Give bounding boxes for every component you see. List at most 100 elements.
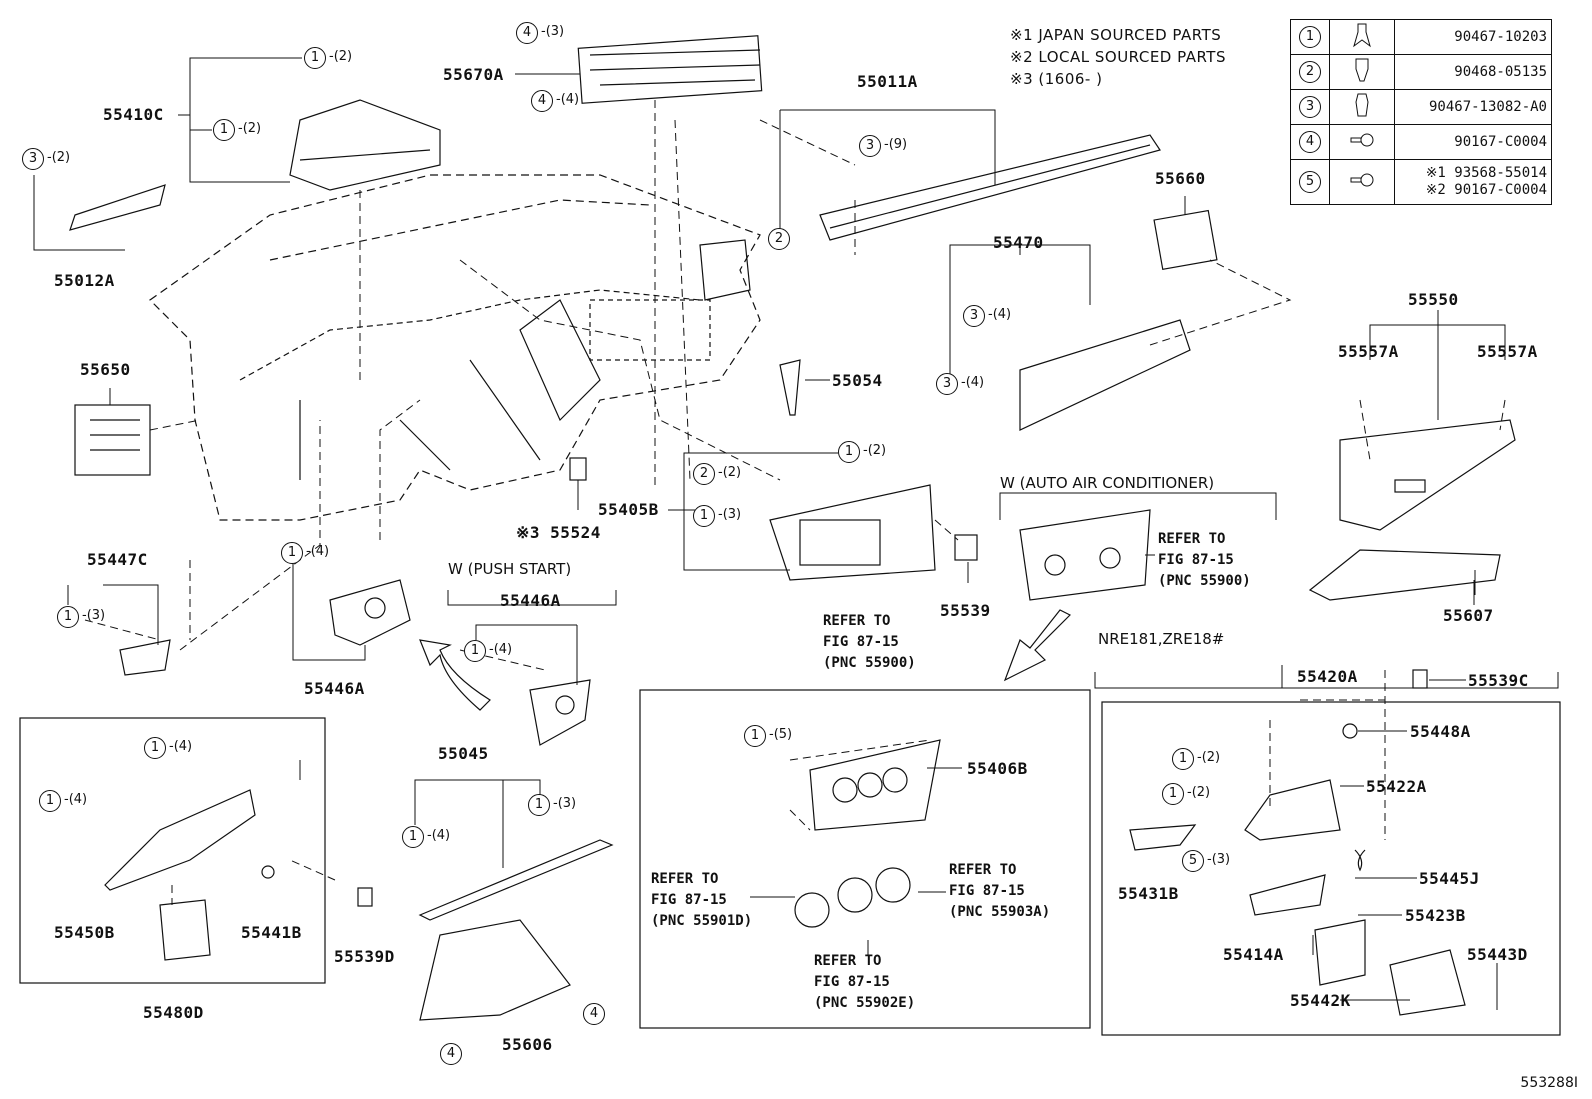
reference-note: REFER TO FIG 87-15 (PNC 55903A) <box>949 862 1051 920</box>
sourcing-notes: ※1 JAPAN SOURCED PARTS ※2 LOCAL SOURCED … <box>1010 24 1226 90</box>
callout-circle: 1 <box>402 826 424 848</box>
callout-quantity: -(4) <box>961 375 985 390</box>
part-label: 55539 <box>940 601 991 620</box>
part-label: 55470 <box>993 233 1044 252</box>
callout-circle: 1 <box>57 606 79 628</box>
legend-row: 3 90467-13082-A0 <box>1290 89 1552 125</box>
callout-quantity: -(3) <box>541 24 565 39</box>
part-label: 55447C <box>87 550 148 569</box>
callout-quantity: -(4) <box>306 544 330 559</box>
instrument-panel-outline <box>149 174 761 521</box>
legend-part-number: 90467-10203 <box>1394 19 1552 55</box>
part-label: 55011A <box>857 72 918 91</box>
callout-quantity: -(4) <box>169 739 193 754</box>
part-label: 55414A <box>1223 945 1284 964</box>
group-nre181-zre18: NRE181,ZRE18# <box>1098 630 1225 648</box>
callout-circle: 3 <box>936 373 958 395</box>
part-label: 55442K <box>1290 991 1351 1010</box>
group-auto-air-conditioner: W (AUTO AIR CONDITIONER) <box>1000 474 1215 492</box>
legend-number: 2 <box>1299 61 1321 83</box>
clip-icon <box>1355 93 1369 117</box>
callout-quantity: -(3) <box>82 608 106 623</box>
callout-circle: 1 <box>1162 783 1184 805</box>
callout-circle: 1 <box>304 47 326 69</box>
part-label: 55607 <box>1443 606 1494 625</box>
callout-circle: 5 <box>1182 850 1204 872</box>
callout-quantity: -(4) <box>556 92 580 107</box>
part-label: 55431B <box>1118 884 1179 903</box>
part-label: 55410C <box>103 105 164 124</box>
note-japan-sourced: ※1 JAPAN SOURCED PARTS <box>1010 26 1222 44</box>
legend-part-number: 90167-C0004 <box>1394 124 1552 160</box>
part-label: 55650 <box>80 360 131 379</box>
down-arrow-shape <box>1003 609 1072 682</box>
part-label: ※3 55524 <box>516 523 601 542</box>
callout-quantity: -(4) <box>64 792 88 807</box>
note-local-sourced: ※2 LOCAL SOURCED PARTS <box>1010 48 1226 66</box>
reference-note: REFER TO FIG 87-15 (PNC 55902E) <box>814 953 916 1011</box>
part-label: 55539D <box>334 947 395 966</box>
legend-number: 5 <box>1299 171 1321 193</box>
callout-quantity: -(5) <box>769 727 793 742</box>
group-push-start: W (PUSH START) <box>448 560 572 578</box>
part-label: 55045 <box>438 744 489 763</box>
figure-id: 553288I <box>1520 1075 1578 1091</box>
part-label: 55441B <box>241 923 302 942</box>
part-label: 55445J <box>1419 869 1480 888</box>
callout-circle: 2 <box>693 463 715 485</box>
callout-circle: 4 <box>583 1003 605 1025</box>
reference-note: REFER TO FIG 87-15 (PNC 55900) <box>823 613 916 671</box>
callout-quantity: -(4) <box>988 307 1012 322</box>
part-label: 55446A <box>304 679 365 698</box>
reference-note: REFER TO FIG 87-15 (PNC 55901D) <box>651 871 753 929</box>
callout-quantity: -(2) <box>329 49 353 64</box>
part-label: 55446A <box>500 591 561 610</box>
meter-hood-shape <box>289 99 441 191</box>
callout-circle: 1 <box>744 725 766 747</box>
callout-quantity: -(2) <box>47 150 71 165</box>
part-label: 55012A <box>54 271 115 290</box>
part-label: 55406B <box>967 759 1028 778</box>
part-label: 55670A <box>443 65 504 84</box>
callout-circle: 2 <box>768 228 790 250</box>
part-label: 55422A <box>1366 777 1427 796</box>
part-label: 55480D <box>143 1003 204 1022</box>
legend-number: 4 <box>1299 131 1321 153</box>
screw-icon <box>1350 133 1374 147</box>
legend-number: 1 <box>1299 26 1321 48</box>
callout-circle: 3 <box>859 135 881 157</box>
legend-row: 5 ※1 93568-55014 ※2 90167-C0004 <box>1290 159 1552 205</box>
fastener-legend-table: 1 90467-10203 2 90468-05135 3 90467-1308… <box>1290 19 1552 205</box>
callout-quantity: -(2) <box>718 465 742 480</box>
callout-circle: 1 <box>528 794 550 816</box>
legend-part-number-local: ※2 90167-C0004 <box>1425 182 1547 198</box>
callout-circle: 1 <box>213 119 235 141</box>
curved-arrow-shape <box>419 639 491 711</box>
callout-quantity: -(3) <box>1207 852 1231 867</box>
part-label: 55448A <box>1410 722 1471 741</box>
callout-quantity: -(2) <box>863 443 887 458</box>
callout-quantity: -(3) <box>718 507 742 522</box>
part-label: 55539C <box>1468 671 1529 690</box>
callout-circle: 1 <box>39 790 61 812</box>
callout-circle: 1 <box>838 441 860 463</box>
part-label: 55557A <box>1477 342 1538 361</box>
callout-quantity: -(3) <box>553 796 577 811</box>
callout-circle: 3 <box>963 305 985 327</box>
legend-part-number-japan: ※1 93568-55014 <box>1425 165 1547 181</box>
part-label: 55423B <box>1405 906 1466 925</box>
callout-circle: 1 <box>693 505 715 527</box>
part-label: 55660 <box>1155 169 1206 188</box>
clip-icon <box>1353 23 1371 48</box>
part-label: 55550 <box>1408 290 1459 309</box>
clip-icon <box>1355 58 1369 82</box>
legend-number: 3 <box>1299 96 1321 118</box>
callout-circle: 4 <box>531 90 553 112</box>
reference-note: REFER TO FIG 87-15 (PNC 55900) <box>1158 531 1251 589</box>
callout-circle: 1 <box>1172 748 1194 770</box>
callout-circle: 3 <box>22 148 44 170</box>
part-label: 55443D <box>1467 945 1528 964</box>
legend-row: 4 90167-C0004 <box>1290 124 1552 160</box>
legend-part-number: 90467-13082-A0 <box>1394 89 1552 125</box>
